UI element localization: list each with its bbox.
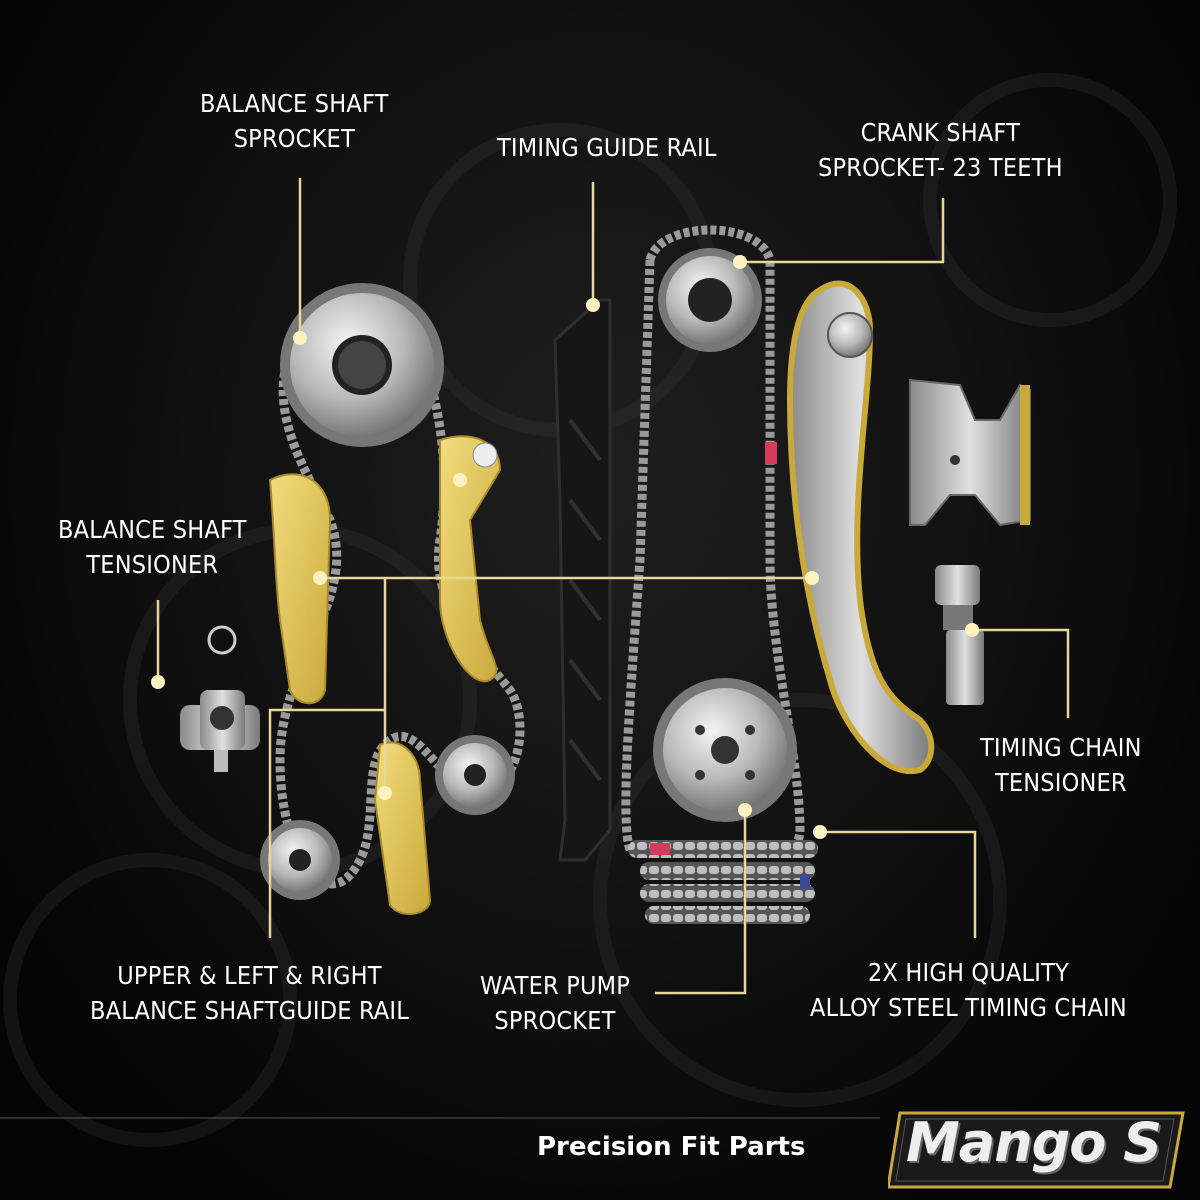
brand-logo-text: Mango S	[906, 1111, 1162, 1174]
label-crank-shaft-sprocket: CRANK SHAFT SPROCKET- 23 TEETH	[818, 118, 1063, 182]
brand-logo: Mango S	[886, 1105, 1188, 1193]
balance-shaft-sprocket	[280, 283, 444, 447]
label-timing-chain-tensioner: TIMING CHAIN TENSIONER	[980, 733, 1142, 797]
coiled-timing-chain	[628, 840, 818, 924]
right-guide-rail	[439, 435, 502, 683]
balance-shaft-chain	[275, 286, 525, 889]
label-balance-shaft-tensioner: BALANCE SHAFT TENSIONER	[58, 515, 247, 579]
label-water-pump-sprocket: WATER PUMP SPROCKET	[480, 971, 631, 1035]
timing-guide-rail	[553, 298, 612, 862]
small-sprocket-left	[260, 820, 340, 900]
crank-shaft-sprocket	[658, 248, 762, 352]
upper-guide-rail	[373, 741, 432, 915]
balance-shaft-tensioner	[180, 625, 260, 772]
footer-tagline: Precision Fit Parts	[537, 1132, 806, 1162]
callout-dots	[151, 255, 979, 839]
small-sprocket-right	[435, 735, 515, 815]
tensioner-arm	[786, 280, 935, 775]
main-timing-chain	[621, 225, 805, 855]
guide-bracket	[909, 378, 1031, 527]
callout-lines	[156, 178, 1070, 995]
label-balance-shaft-sprocket: BALANCE SHAFT SPROCKET	[200, 89, 389, 153]
label-timing-guide-rail: TIMING GUIDE RAIL	[497, 133, 717, 162]
water-pump-sprocket	[653, 678, 797, 822]
label-timing-chain: 2X HIGH QUALITY ALLOY STEEL TIMING CHAIN	[810, 958, 1127, 1022]
label-guide-rails: UPPER & LEFT & RIGHT BALANCE SHAFTGUIDE …	[90, 961, 409, 1025]
logo-badge	[886, 1111, 1185, 1189]
left-guide-rail	[268, 473, 332, 705]
